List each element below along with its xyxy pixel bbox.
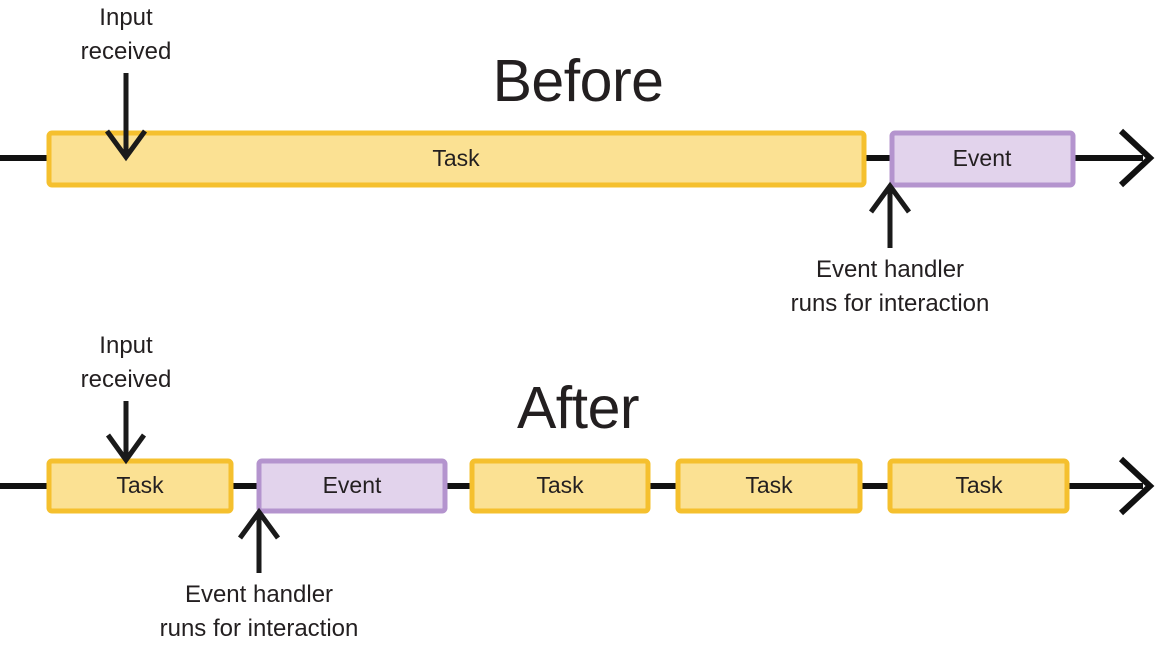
before-event-label: Event [953,145,1012,171]
after-event-handler-line1: Event handler [185,581,333,608]
after-input-received-annotation: Input received [81,332,172,465]
after-task-block-1[interactable]: Task [46,458,234,514]
after-task-rect-3 [675,458,863,514]
after-event-handler-annotation: Event handler runs for interaction [160,507,359,642]
before-input-received-line1: Input [99,4,153,31]
after-event-handler-arrowhead [237,507,281,540]
after-task-label-3: Task [745,472,793,498]
after-task-rect-4 [887,458,1070,514]
before-event-handler-annotation: Event handler runs for interaction [791,181,990,317]
before-section: Before Task Event Input received [0,4,1155,317]
before-input-received-annotation: Input received [81,4,172,162]
after-task-block-3[interactable]: Task [675,458,863,514]
after-section: After Task Event Task [0,332,1155,642]
after-task-block-4[interactable]: Task [887,458,1070,514]
before-task-rect [46,130,867,188]
before-task-label: Task [432,145,480,171]
after-section-title: After [517,375,639,441]
after-task-block-2[interactable]: Task [469,458,651,514]
after-event-handler-line2: runs for interaction [160,615,359,642]
before-event-handler-arrowhead [868,181,912,214]
after-task-rect-2 [469,458,651,514]
before-input-received-line2: received [81,38,172,65]
after-event-rect [256,458,448,514]
before-timeline-arrowhead [1118,128,1155,188]
before-section-title: Before [493,48,664,114]
after-event-block[interactable]: Event [256,458,448,514]
before-event-rect [889,130,1076,188]
after-task-label-1: Task [116,472,164,498]
before-task-block[interactable]: Task [46,130,867,188]
after-input-arrowhead [105,433,147,465]
before-event-handler-line2: runs for interaction [791,290,990,317]
after-input-received-line2: received [81,366,172,393]
after-task-label-2: Task [536,472,584,498]
after-timeline-arrowhead [1118,456,1155,516]
after-event-label: Event [323,472,382,498]
before-input-arrowhead [104,129,148,162]
before-event-handler-line1: Event handler [816,256,964,283]
before-event-block[interactable]: Event [889,130,1076,188]
after-task-rect-1 [46,458,234,514]
after-input-received-line1: Input [99,332,153,359]
after-task-label-4: Task [955,472,1003,498]
